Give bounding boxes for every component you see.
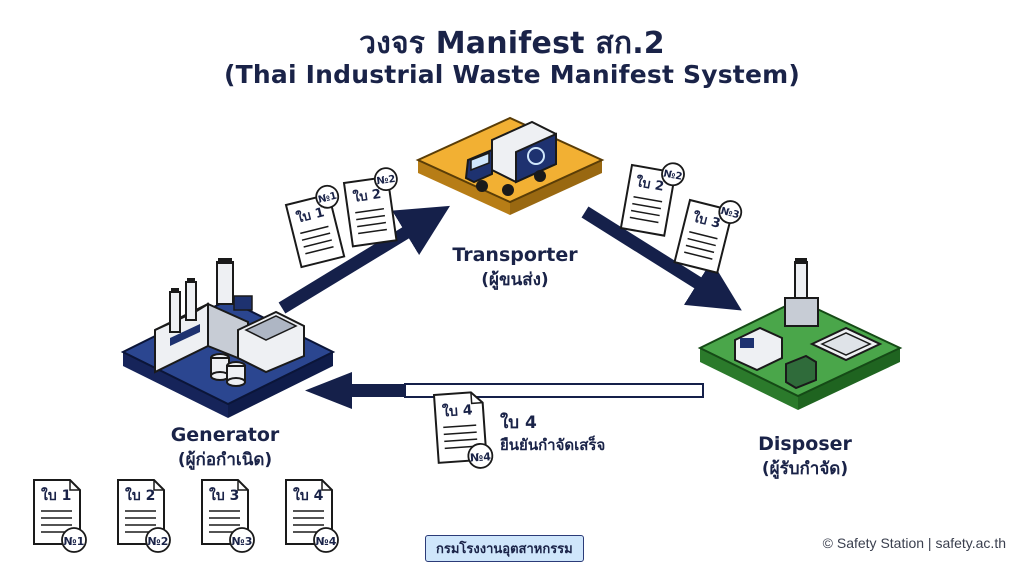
- return-confirmation-text: ใบ 4 ยืนยันกำจัดเสร็จ: [500, 412, 605, 456]
- svg-text:№2: №2: [376, 174, 396, 188]
- sheet-label: ใบ 1: [41, 486, 71, 504]
- sheet-number-badge: №4: [467, 443, 494, 469]
- return-confirm-label: ยืนยันกำจัดเสร็จ: [500, 436, 606, 454]
- manifest-copy-3: ใบ 3 №3: [201, 479, 255, 553]
- disposal-facility-icon: [734, 258, 883, 390]
- sheet-label: ใบ 2: [352, 185, 382, 206]
- sheet-number-badge: №4: [313, 527, 339, 553]
- manifest-copy-1: ใบ 1 №1: [33, 479, 87, 553]
- transporter-label: Transporter (ผู้ขนส่ง): [430, 243, 600, 293]
- disposer-name: Disposer: [758, 433, 852, 455]
- disposer-thai-name: (ผู้รับกำจัด): [761, 459, 849, 479]
- sheet-number-badge: №3: [229, 527, 255, 553]
- sheet-number-badge: №2: [661, 162, 685, 187]
- disposer-label: Disposer (ผู้รับกำจัด): [720, 432, 890, 482]
- manifest-copy-4: ใบ 4 №4: [285, 479, 339, 553]
- svg-text:№2: №2: [148, 535, 169, 548]
- sheet-number-badge: №3: [718, 200, 743, 225]
- copyright-text: © Safety Station | safety.ac.th: [822, 535, 1006, 551]
- svg-text:№4: №4: [470, 450, 492, 464]
- generator-thai-name: (ผู้ก่อกำเนิด): [177, 450, 273, 470]
- diagram-title: วงจร Manifest สก.2: [359, 26, 665, 61]
- sheet-label: ใบ 4: [293, 486, 324, 504]
- truck-icon: [464, 120, 557, 196]
- svg-text:№1: №1: [317, 191, 338, 206]
- factory-icon: [154, 258, 305, 387]
- arrow-generator-to-transporter: [278, 205, 450, 314]
- sheet-label: ใบ 4: [442, 400, 474, 420]
- arrow-return-to-generator: [305, 372, 704, 409]
- generator-name: Generator: [170, 424, 280, 446]
- return-sheet-label: ใบ 4: [500, 413, 537, 433]
- generator-label: Generator (ผู้ก่อกำเนิด): [140, 423, 310, 473]
- transporter-thai-name: (ผู้ขนส่ง): [481, 270, 549, 290]
- arrow-transporter-to-disposer: [581, 206, 742, 311]
- sheet-label: ใบ 3: [209, 486, 239, 504]
- svg-text:№1: №1: [64, 535, 85, 548]
- sheet-number-badge: №1: [315, 184, 340, 209]
- svg-text:№4: №4: [316, 535, 337, 548]
- sheet-number-badge: №2: [373, 167, 398, 192]
- manifest-copy-2: ใบ 2 №2: [117, 479, 171, 553]
- svg-text:№3: №3: [719, 206, 740, 221]
- svg-text:№3: №3: [232, 535, 253, 548]
- department-badge: กรมโรงงานอุตสาหกรรม: [425, 535, 584, 562]
- sheet-number-badge: №1: [61, 527, 87, 553]
- transporter-name: Transporter: [452, 244, 578, 266]
- sheet-label: ใบ 2: [125, 486, 155, 504]
- sheet-number-badge: №2: [145, 527, 171, 553]
- disposer-platform: [697, 298, 903, 410]
- manifest-sheet-4-return: ใบ 4 №4: [432, 391, 494, 469]
- svg-text:№2: №2: [662, 169, 683, 183]
- sheet-label: ใบ 2: [635, 173, 666, 195]
- diagram-subtitle: (Thai Industrial Waste Manifest System): [224, 60, 800, 89]
